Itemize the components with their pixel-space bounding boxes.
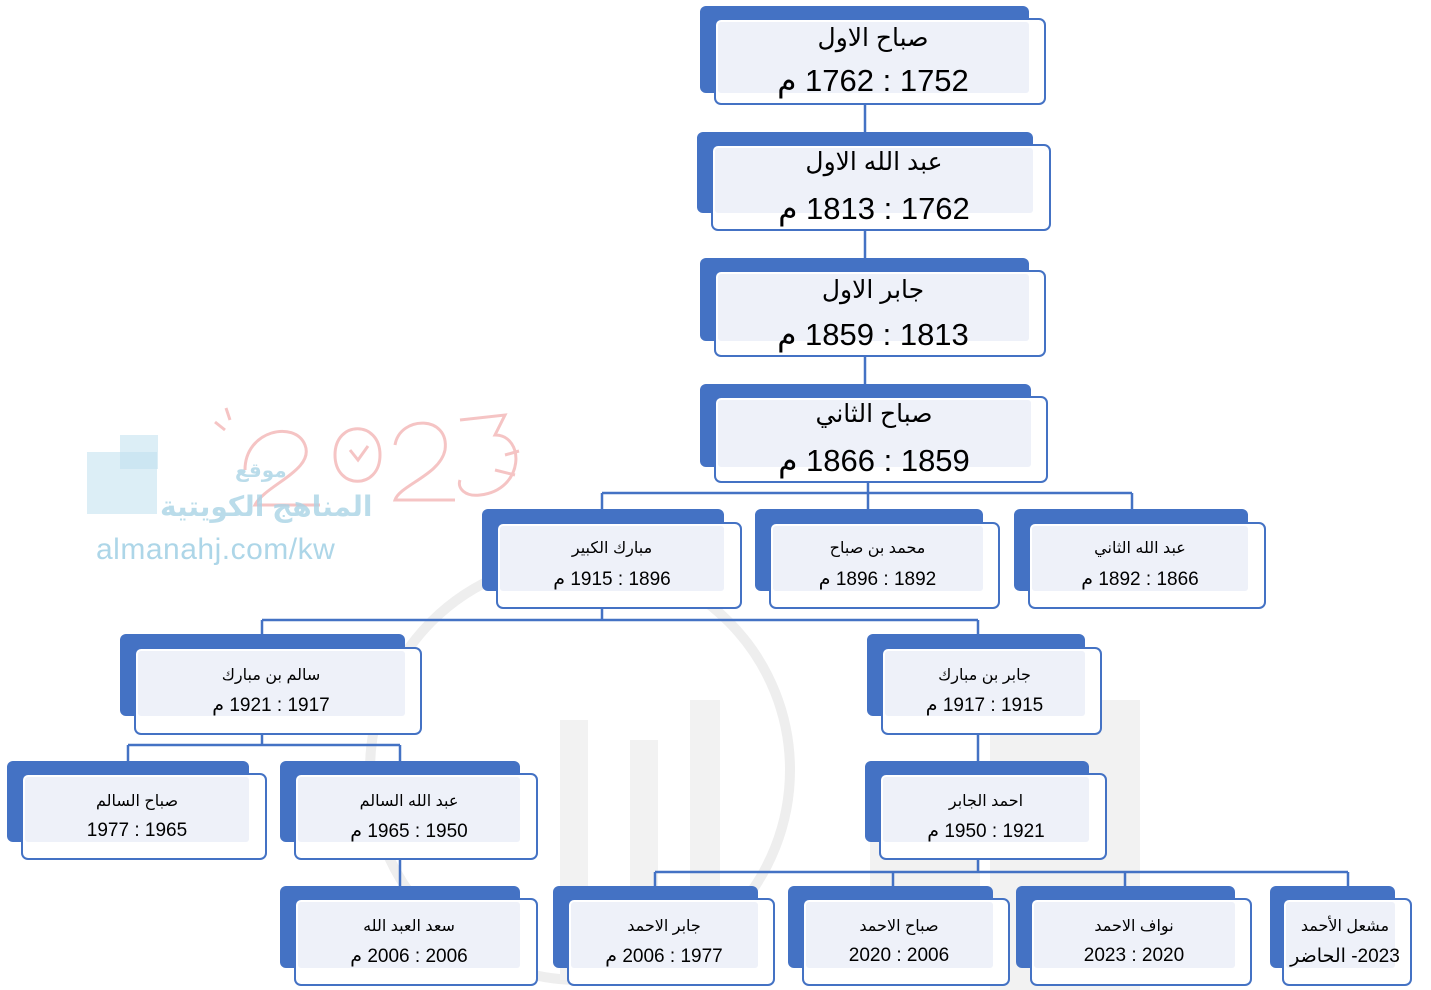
node-years: 1866 : 1892 م [1081, 569, 1199, 590]
node-jaber-ahmad: جابر الاحمد 1977 : 2006 م [553, 886, 775, 986]
node-jaber1: جابر الاول 1813 : 1859 م [700, 258, 1046, 357]
node-years: 1752 : 1762 م [777, 63, 969, 98]
node-name: نواف الاحمد [1094, 918, 1174, 935]
node-sabah1: صباح الاول 1752 : 1762 م [700, 6, 1046, 105]
node-nawaf: نواف الاحمد 2020 : 2023 [1016, 886, 1252, 986]
node-abdullah2: عبد الله الثاني 1866 : 1892 م [1014, 509, 1266, 609]
node-name: مبارك الكبير [571, 540, 653, 557]
node-ahmad-jaber: احمد الجابر 1921 : 1950 م [865, 761, 1107, 860]
node-abdullah-salem: عبد الله السالم 1950 : 1965 م [280, 761, 538, 860]
node-name: عبد الله الاول [805, 148, 943, 176]
node-years: 1896 : 1915 م [553, 569, 671, 590]
node-name: عبد الله الثاني [1094, 540, 1186, 557]
node-years: 1917 : 1921 م [212, 695, 330, 716]
node-years: 1892 : 1896 م [818, 569, 937, 590]
node-name: عبد الله السالم [359, 793, 459, 810]
node-mubarak: مبارك الكبير 1896 : 1915 م [482, 509, 742, 609]
node-salem-mubarak: سالم بن مبارك 1917 : 1921 م [120, 634, 422, 735]
node-name: صباح السالم [95, 793, 179, 810]
node-years: 2020 : 2023 [1083, 945, 1185, 966]
node-years: 1965 : 1977 [86, 820, 188, 841]
node-name: صباح الثاني [815, 400, 933, 428]
node-years: 1977 : 2006 م [605, 946, 723, 967]
node-years: 2023- الحاضر [1290, 946, 1400, 967]
node-name: جابر بن مبارك [938, 667, 1031, 684]
node-years: 2006 : 2020 [848, 945, 950, 966]
node-name: جابر الاول [821, 276, 925, 304]
node-years: 1762 : 1813 م [778, 191, 970, 226]
node-name: صباح الاحمد [859, 918, 939, 935]
node-years: 1859 : 1866 م [778, 443, 970, 478]
node-name: جابر الاحمد [627, 918, 701, 935]
node-years: 1950 : 1965 م [350, 821, 468, 842]
node-mohammed: محمد بن صباح 1892 : 1896 م [755, 509, 1000, 609]
node-abdullah1: عبد الله الاول 1762 : 1813 م [697, 132, 1051, 231]
node-years: 1921 : 1950 م [927, 821, 1045, 842]
node-sabah-salem: صباح السالم 1965 : 1977 [7, 761, 267, 860]
node-sabah-ahmad: صباح الاحمد 2006 : 2020 [788, 886, 1010, 986]
node-name: محمد بن صباح [829, 540, 926, 557]
node-jaber-mubarak: جابر بن مبارك 1915 : 1917 م [867, 634, 1102, 735]
node-years: 1915 : 1917 م [925, 695, 1044, 716]
node-saad: سعد العبد الله 2006 : 2006 م [280, 886, 538, 986]
node-name: سالم بن مبارك [221, 667, 321, 684]
node-name: صباح الاول [817, 24, 929, 52]
node-name: احمد الجابر [948, 793, 1024, 810]
node-mishal: مشعل الأحمد 2023- الحاضر [1270, 886, 1412, 986]
node-name: مشعل الأحمد [1300, 918, 1390, 935]
node-sabah2: صباح الثاني 1859 : 1866 م [700, 384, 1048, 483]
node-name: سعد العبد الله [363, 918, 455, 935]
node-years: 1813 : 1859 م [777, 317, 969, 352]
node-years: 2006 : 2006 م [350, 946, 468, 967]
